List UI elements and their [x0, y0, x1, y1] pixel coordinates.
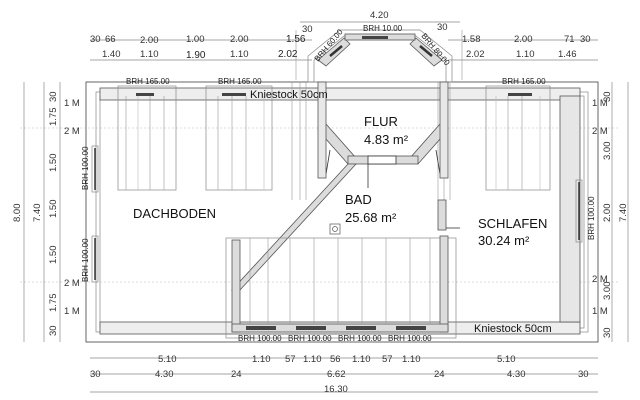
- dim-bottom-r2: 24: [434, 369, 445, 380]
- mark-2m-bottom-left: 2 M: [64, 278, 80, 289]
- brh-bottom-3: BRH 100.00: [338, 334, 382, 343]
- dim-left-inner: 1.50: [48, 154, 59, 173]
- dim-top-r1: 2.00: [140, 35, 159, 46]
- brh-top-left-2: BRH 165.00: [218, 77, 262, 86]
- dim-bottom-r1: 5.10: [158, 354, 177, 365]
- dim-bottom-r1: 57: [382, 354, 393, 365]
- mark-1m-top-left: 1 M: [64, 98, 80, 109]
- dim-left-mid: 7.40: [32, 204, 43, 223]
- room-bad-area: 25.68 m²: [345, 210, 397, 225]
- dim-dormer-right: 30: [437, 22, 448, 33]
- bottom-dormer: [225, 235, 457, 339]
- dim-right-inner: 30: [602, 91, 613, 102]
- room-flur-area: 4.83 m²: [364, 132, 409, 147]
- dim-top-r1: 66: [105, 34, 116, 45]
- dim-bottom-r1: 1.10: [352, 354, 371, 365]
- flur-dormer: [295, 29, 463, 83]
- brh-top-right: BRH 165.00: [502, 77, 546, 86]
- dim-left-outer: 8.00: [12, 204, 23, 223]
- dim-bottom-r2: 24: [231, 369, 242, 380]
- dim-top-r1-right: 2.00: [514, 34, 533, 45]
- dim-left-inner: 30: [48, 91, 59, 102]
- room-dachboden: DACHBODEN: [133, 206, 216, 221]
- dim-right-inner: 3.00: [602, 282, 613, 301]
- flur-walls: [317, 81, 449, 188]
- brh-top-left-1: BRH 165.00: [126, 77, 170, 86]
- brh-bottom-1: BRH 100.00: [238, 334, 282, 343]
- left-dormers: [117, 85, 273, 191]
- dim-bottom-r1: 5.10: [497, 354, 516, 365]
- dim-top-r2: 1.90: [186, 50, 206, 61]
- brh-left-lower: BRH 100.00: [81, 238, 90, 282]
- dim-top-r1: 1.00: [186, 34, 205, 45]
- dim-top-r1: 1.56: [286, 34, 306, 45]
- kniestock-bottom-label: Kniestock 50cm: [474, 323, 552, 335]
- dim-top-r2-right: 1.10: [516, 49, 535, 60]
- brh-dormer-right: BRH 80.00: [419, 32, 451, 68]
- dim-top-r2-right: 2.02: [466, 49, 485, 60]
- dim-left-inner: 1.50: [48, 200, 59, 219]
- mark-2m-top-left: 2 M: [64, 126, 80, 137]
- dim-top-r1-right: 71: [564, 34, 575, 45]
- dim-dormer-left: 30: [302, 24, 313, 35]
- dim-bottom-r1: 56: [330, 354, 341, 365]
- dim-bottom-r2: 30: [90, 369, 101, 380]
- brh-dormer-center: BRH 10.00: [363, 24, 403, 33]
- brh-bottom-2: BRH 100.00: [288, 334, 332, 343]
- dim-right-outer: 7.40: [618, 204, 629, 223]
- dim-bottom-r2: 4.30: [155, 369, 174, 380]
- dim-top-r2: 1.40: [102, 49, 121, 60]
- dim-left-inner: 1.75: [48, 294, 59, 313]
- dim-bottom-r1: 1.10: [402, 354, 421, 365]
- right-dormer: [485, 85, 581, 323]
- dim-bottom-r2: 4.30: [507, 369, 526, 380]
- room-bad: BAD: [345, 192, 372, 207]
- brh-left-upper: BRH 100.00: [81, 146, 90, 190]
- mark-1m-bottom-left: 1 M: [64, 306, 80, 317]
- brh-bottom-4: BRH 100.00: [388, 334, 432, 343]
- dim-bottom-r2: 30: [578, 369, 589, 380]
- room-schlafen-area: 30.24 m²: [478, 233, 530, 248]
- room-flur: FLUR: [364, 114, 398, 129]
- brh-dormer-left: BRH 60.00: [313, 27, 345, 63]
- dim-left-inner: 1.50: [48, 246, 59, 265]
- brh-right: BRH 100.00: [587, 196, 596, 240]
- mark-2m-bottom-right: 2 M: [592, 274, 608, 285]
- mark-1m-bottom-right: 1 M: [592, 306, 608, 317]
- dim-right-inner: 30: [602, 327, 613, 338]
- dim-top-r2: 1.10: [140, 49, 159, 60]
- dim-top-r2-right: 1.46: [558, 49, 577, 60]
- dim-bottom-r1: 1.10: [252, 354, 271, 365]
- dim-top-r1-right: 1.58: [462, 34, 481, 45]
- dim-bottom-r2: 6.62: [327, 369, 346, 380]
- dim-right-inner: 2.00: [602, 204, 613, 223]
- dim-top-overall: 4.20: [370, 10, 389, 21]
- mark-2m-top-right: 2 M: [592, 126, 608, 137]
- dim-top-r1: 2.00: [230, 34, 249, 45]
- dim-left-inner: 30: [48, 325, 59, 336]
- dim-top-r1-right: 30: [580, 34, 591, 45]
- room-schlafen: SCHLAFEN: [478, 216, 547, 231]
- kniestock-top-label: Kniestock 50cm: [250, 89, 328, 101]
- dim-right-inner: 3.00: [602, 142, 613, 161]
- dim-top-r2: 1.10: [230, 49, 249, 60]
- dim-bottom-r1: 1.10: [303, 354, 322, 365]
- dim-top-r2: 2.02: [278, 49, 298, 60]
- dim-bottom-r1: 57: [285, 354, 296, 365]
- dim-top-r1: 30: [90, 34, 101, 45]
- dim-bottom-total: 16.30: [324, 384, 348, 395]
- mark-1m-top-right: 1 M: [592, 98, 608, 109]
- dim-left-inner: 1.75: [48, 108, 59, 127]
